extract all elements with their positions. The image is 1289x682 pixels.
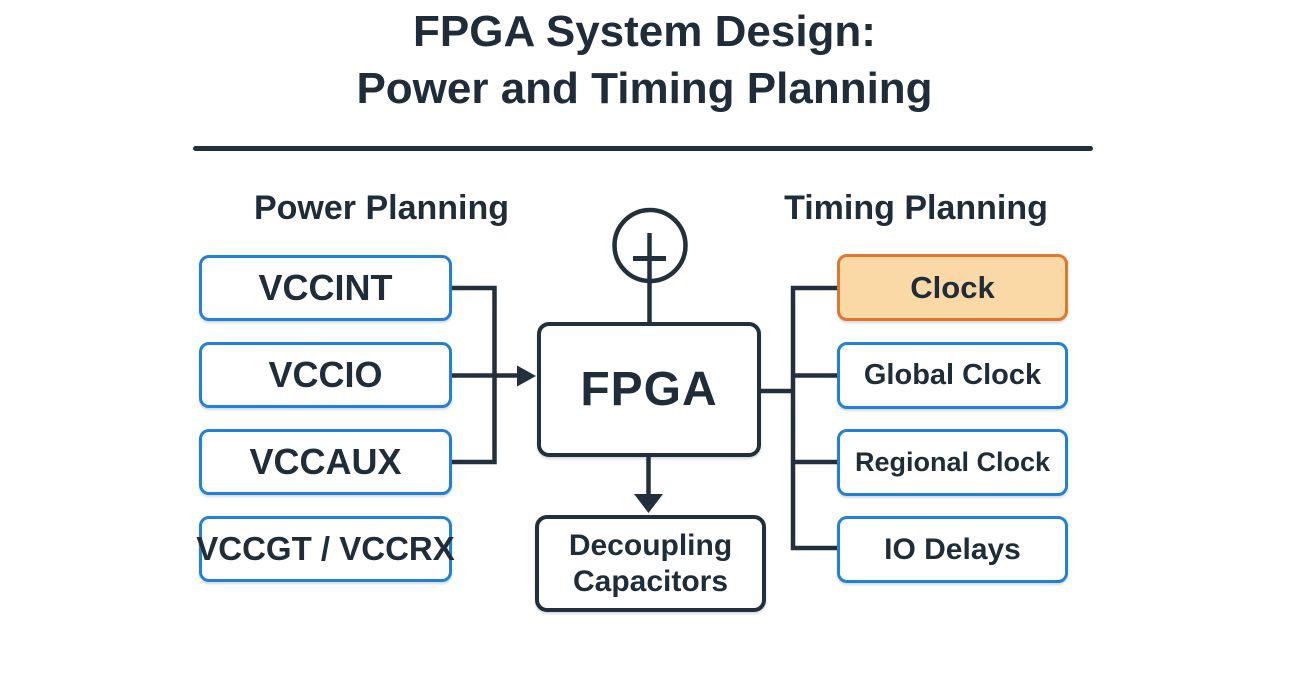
node-vccint: VCCINT bbox=[199, 255, 452, 321]
power-source-plus-icon bbox=[612, 207, 688, 322]
title-divider bbox=[193, 146, 1093, 151]
node-vccio: VCCIO bbox=[199, 342, 452, 408]
node-vccgt-vccrx: VCCGT / VCCRX bbox=[196, 516, 455, 582]
page-title-line1: FPGA System Design: bbox=[413, 7, 876, 56]
node-io-delays: IO Delays bbox=[837, 516, 1068, 583]
node-global-clock: Global Clock bbox=[837, 342, 1068, 409]
node-regional-clock: Regional Clock bbox=[837, 429, 1068, 496]
right-arrowhead-icon bbox=[517, 365, 536, 387]
power-planning-header: Power Planning bbox=[253, 189, 510, 227]
down-arrowhead-icon bbox=[634, 494, 663, 513]
page-title-line2: Power and Timing Planning bbox=[356, 64, 933, 113]
node-decoupling-capacitors: Decoupling Capacitors bbox=[535, 515, 766, 612]
node-vccaux: VCCAUX bbox=[199, 429, 452, 495]
page-title: FPGA System Design: Power and Timing Pla… bbox=[0, 3, 1289, 117]
timing-planning-header: Timing Planning bbox=[784, 189, 1048, 227]
decoupling-line1: Decoupling bbox=[568, 528, 733, 562]
node-clock: Clock bbox=[837, 254, 1068, 321]
node-fpga: FPGA bbox=[537, 322, 761, 457]
connector-timing-trunk bbox=[790, 285, 837, 551]
decoupling-line2: Capacitors bbox=[572, 564, 729, 598]
